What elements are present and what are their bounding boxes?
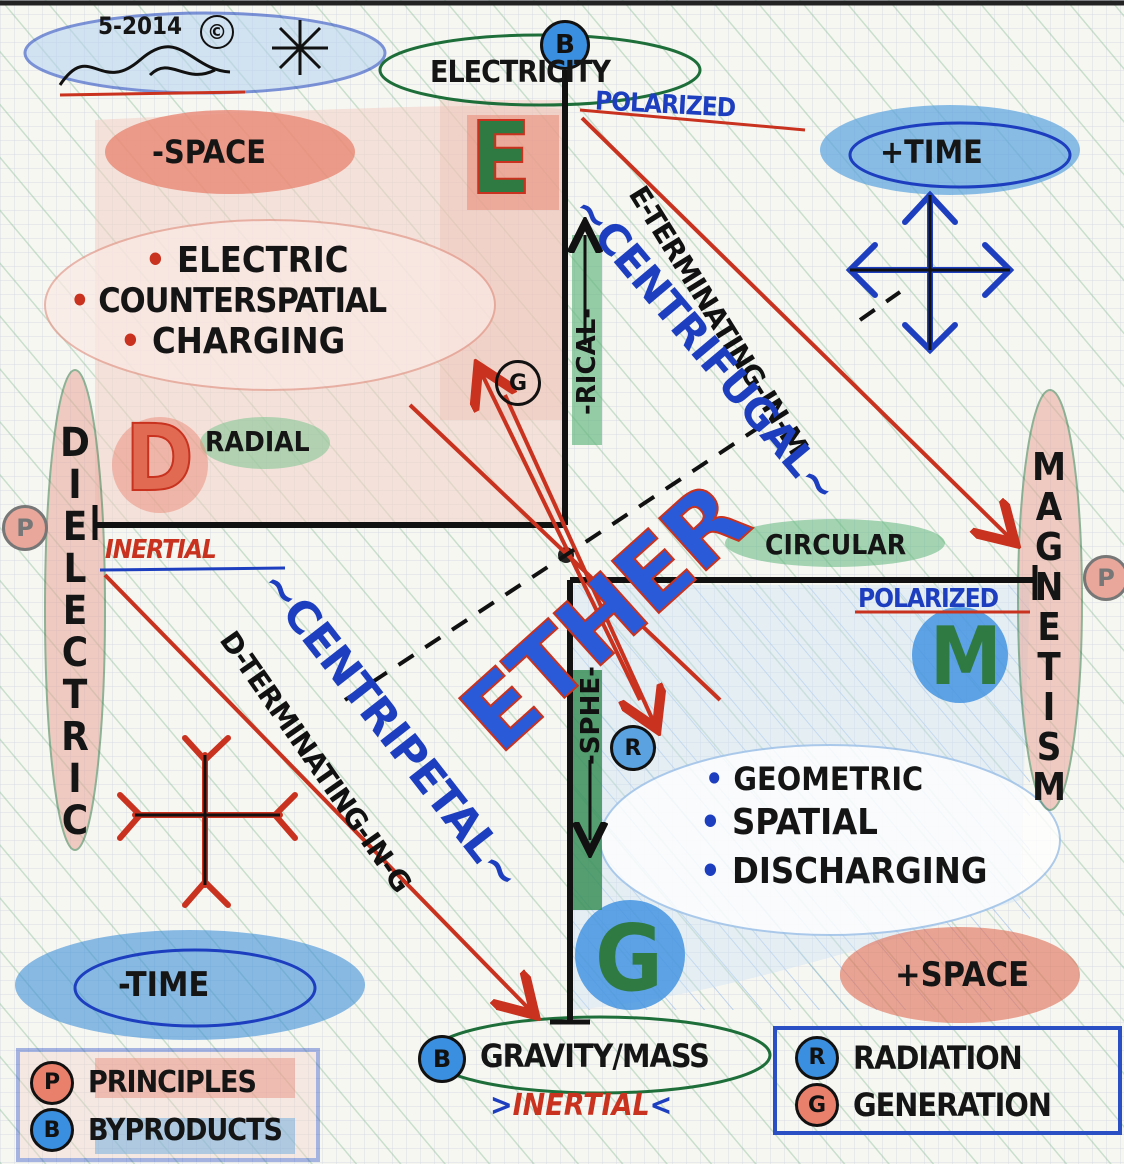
legend-key-radiation: R (795, 1036, 839, 1080)
list-item: • SPATIAL (700, 802, 987, 843)
principle-tag-right: P (1083, 555, 1124, 601)
legend-row: R RADIATION (795, 1035, 1051, 1080)
inertial-left-label: INERTIAL (105, 535, 216, 565)
list-item: • GEOMETRIC (705, 760, 987, 798)
copyright-icon: © (200, 15, 234, 49)
radiation-tag: R (610, 725, 656, 771)
letter-g: G (595, 905, 663, 1012)
minus-time-label: -TIME (118, 965, 209, 1005)
magnetism-label: MAGNETISM (1027, 445, 1071, 805)
letter-e: E (470, 100, 531, 217)
generation-tag-upper: G (495, 360, 541, 406)
letter-m: M (930, 610, 1002, 703)
list-item: • COUNTERSPATIAL (70, 281, 386, 321)
list-item: • ELECTRIC (145, 240, 386, 281)
legend-label-generation: GENERATION (853, 1086, 1051, 1124)
sphe-label: -SPHE- (576, 666, 606, 765)
right-properties-list: • GEOMETRIC • SPATIAL • DISCHARGING (700, 760, 987, 892)
legend-label-principles: PRINCIPLES (88, 1065, 256, 1100)
legend-row: B BYPRODUCTS (30, 1105, 282, 1155)
legend-left: P PRINCIPLES B BYPRODUCTS (30, 1060, 282, 1155)
legend-label-byproducts: BYPRODUCTS (88, 1113, 282, 1148)
electricity-label: ELECTRICITY (430, 55, 610, 90)
circular-label: CIRCULAR (765, 528, 906, 561)
letter-d: D (125, 405, 194, 512)
gravity-mass-label: GRAVITY/MASS (480, 1037, 709, 1075)
dielectric-label: DIELECTRIC (52, 420, 98, 840)
list-item: • DISCHARGING (700, 851, 987, 892)
legend-label-radiation: RADIATION (853, 1039, 1022, 1077)
legend-right: R RADIATION G GENERATION (795, 1035, 1051, 1130)
inertial-bottom-text: INERTIAL (513, 1088, 650, 1123)
plus-time-label: +TIME (880, 133, 983, 171)
list-item: • CHARGING (120, 321, 386, 362)
inertial-bottom-label: >INERTIAL< (490, 1088, 672, 1123)
legend-key-principles: P (30, 1061, 74, 1105)
legend-key-byproducts: B (30, 1108, 74, 1152)
legend-row: P PRINCIPLES (30, 1060, 282, 1105)
radial-label: RADIAL (205, 425, 310, 458)
principle-tag-left: P (2, 505, 48, 551)
legend-key-generation: G (795, 1083, 839, 1127)
minus-space-label: -SPACE (152, 133, 266, 171)
plus-space-label: +SPACE (895, 955, 1029, 995)
byproduct-tag-bottom: B (418, 1035, 466, 1083)
rical-label: -RICAL- (572, 308, 602, 415)
legend-row: G GENERATION (795, 1080, 1051, 1130)
left-properties-list: • ELECTRIC • COUNTERSPATIAL • CHARGING (120, 240, 386, 362)
date-stamp: 5-2014 (98, 12, 182, 40)
